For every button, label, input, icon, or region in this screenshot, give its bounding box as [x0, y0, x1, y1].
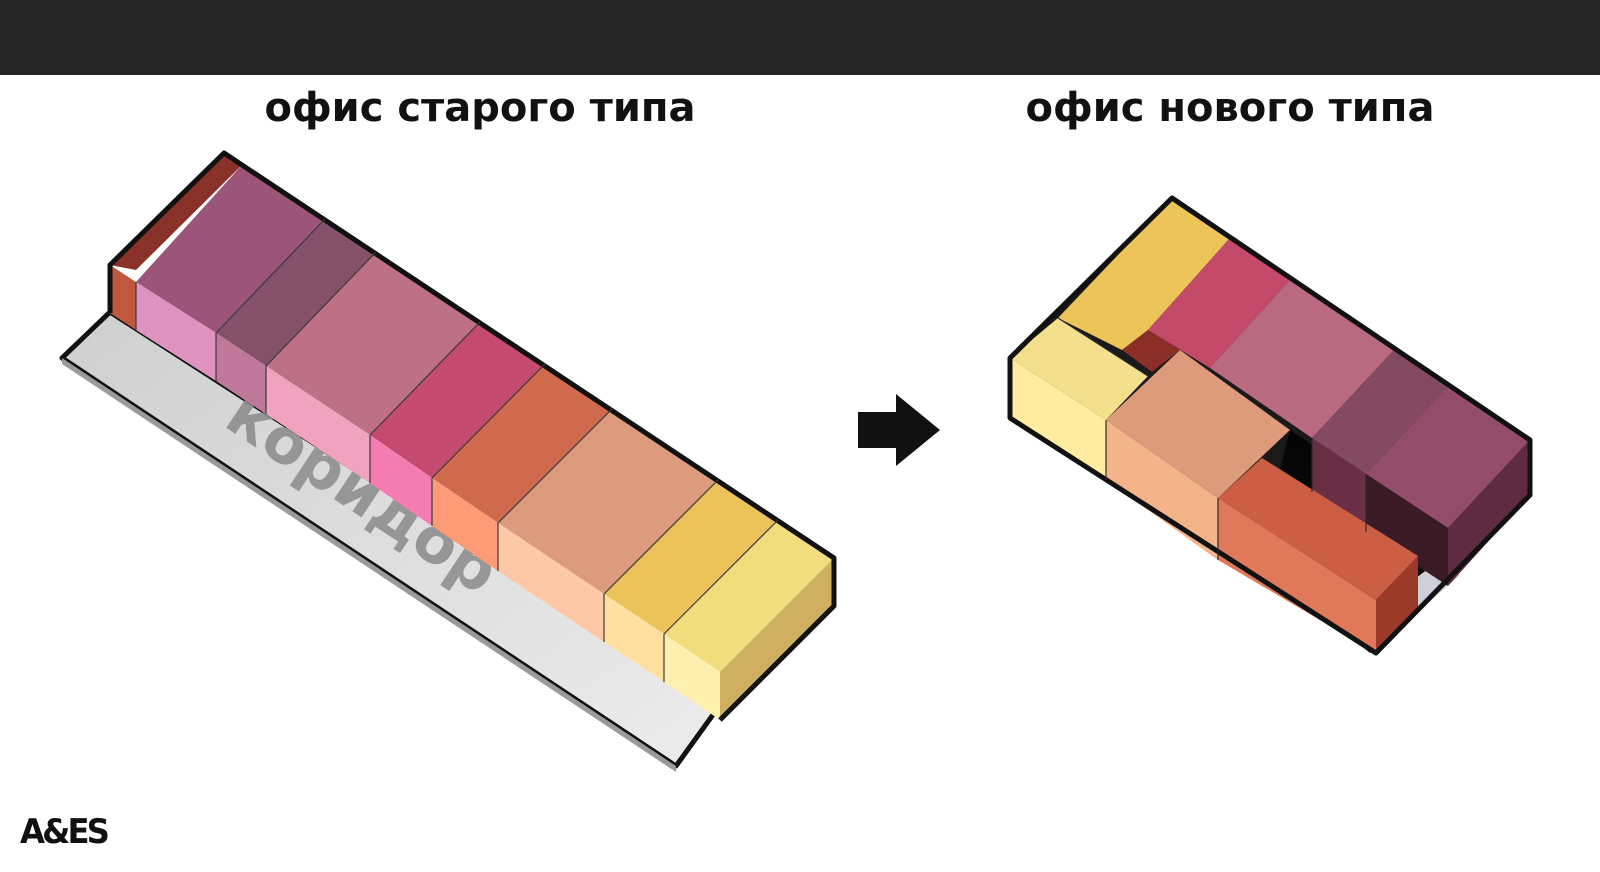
arrow-right-icon	[858, 394, 940, 466]
old-block-2	[216, 219, 376, 414]
old-office-back-wall	[110, 153, 242, 270]
new-block-seams	[1057, 317, 1367, 560]
old-office-heading: офис старого типа	[264, 85, 696, 131]
old-block-1	[136, 165, 325, 381]
corridor-floor-edge	[62, 358, 676, 772]
old-block-8	[664, 520, 834, 720]
new-block-yellow	[1058, 198, 1230, 350]
new-block-light-yellow	[1010, 318, 1148, 480]
old-block-3	[266, 252, 480, 483]
new-block-plum	[1366, 386, 1530, 586]
new-office-diagram	[1007, 195, 1533, 656]
old-block-7	[604, 480, 778, 682]
logo: A&ES	[20, 812, 110, 852]
new-block-dark-plum	[1312, 350, 1448, 528]
old-block-end	[110, 265, 136, 330]
new-block-orange	[1218, 458, 1418, 653]
old-office-diagram: коридор	[59, 150, 837, 772]
old-block-seams	[135, 218, 779, 682]
old-block-6	[498, 409, 718, 642]
new-block-crimson	[1148, 238, 1290, 368]
new-office-outline	[1007, 195, 1533, 656]
top-bar	[0, 0, 1600, 75]
old-block-4	[370, 322, 545, 526]
old-office-outline	[107, 150, 837, 722]
new-block-peach	[1106, 350, 1290, 560]
old-block-5	[432, 364, 612, 571]
new-office-heading: офис нового типа	[1025, 85, 1435, 131]
new-block-dark-red	[1122, 330, 1180, 372]
